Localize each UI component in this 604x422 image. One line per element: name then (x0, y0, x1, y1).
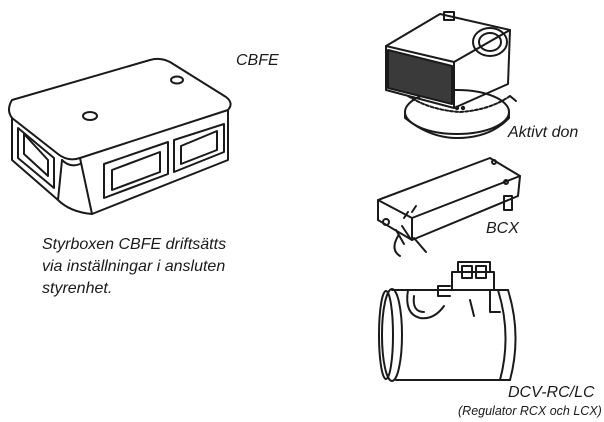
aktivt-don-drawing (385, 11, 517, 139)
label-dcv-rc-lc: DCV-RC/LC (508, 384, 595, 401)
label-cbfe: CBFE (236, 52, 279, 69)
label-bcx: BCX (486, 220, 519, 237)
caption-line-1: Styrboxen CBFE driftsätts (42, 236, 227, 253)
caption-line-3: styrenhet. (42, 280, 113, 297)
cbfe-caption: Styrboxen CBFE driftsätts via inställnin… (42, 234, 226, 300)
label-aktivt-don: Aktivt don (508, 124, 579, 141)
label-regulator: (Regulator RCX och LCX) (458, 404, 602, 418)
caption-line-2: via inställningar i ansluten (42, 258, 226, 275)
dcv-rc-lc-drawing (378, 261, 517, 382)
bcx-drawing (377, 157, 521, 257)
cbfe-box-drawing (8, 57, 232, 215)
